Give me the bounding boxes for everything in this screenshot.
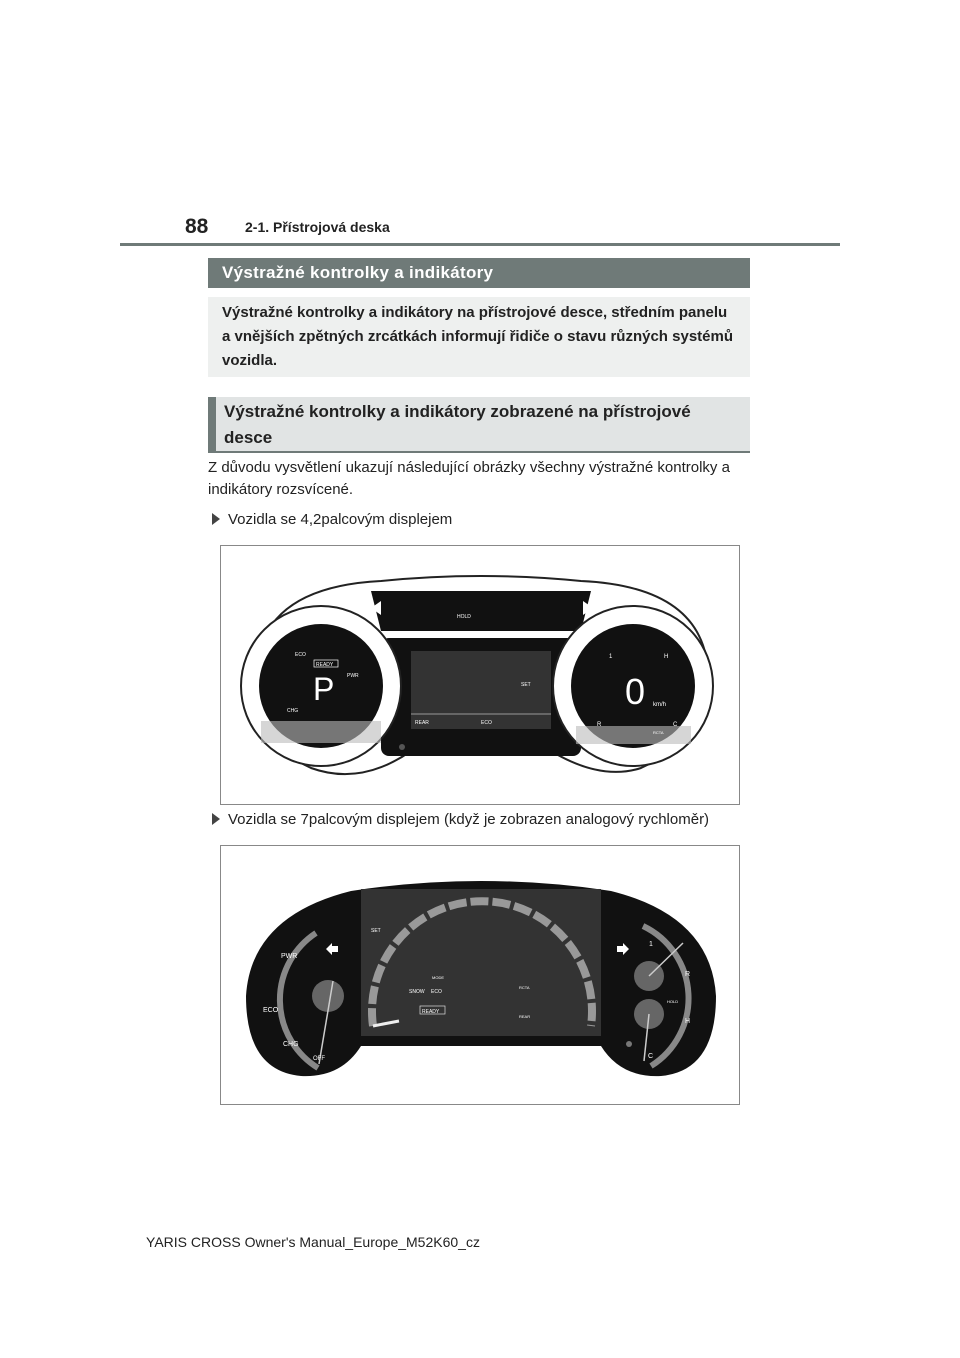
page-number: 88 [185,215,209,238]
intro-box: Výstražné kontrolky a indikátory na přís… [208,297,750,377]
temp-cold-label: C [673,722,678,728]
subheading: Výstražné kontrolky a indikátory zobraze… [208,397,750,453]
ready-label: READY [422,1009,440,1015]
triangle-bullet-icon [212,813,220,825]
title-bar: Výstražné kontrolky a indikátory [208,258,750,288]
eco-mode-label: ECO [295,652,306,658]
hold-label: HOLD [667,999,678,1004]
speed-unit: km/h [653,702,666,708]
bullet-item: Vozidla se 4,2palcovým displejem [212,511,452,529]
bullet-text: Vozidla se 7palcovým displejem (když je … [228,811,710,828]
rear-label: REAR [519,1014,530,1019]
fuel-full-label: 1 [609,654,613,660]
header-rule [120,243,840,246]
paragraph: Z důvodu vysvětlení ukazují následující … [208,459,730,498]
fuel-full-label: 1 [649,941,653,948]
gear-indicator: P [313,671,334,707]
eco-label: ECO [481,720,492,726]
bullet-item: Vozidla se 7palcovým displejem (když je … [212,811,709,829]
chg-label: CHG [283,1041,299,1048]
speed-readout: 0 [625,671,645,712]
pwr-label: PWR [281,953,297,960]
pwr-label: PWR [347,673,359,679]
fuel-reserve-label: R [597,722,602,728]
chg-label: CHG [287,708,298,714]
fuel-reserve-label: R [685,971,690,978]
eco-drive-label: ECO [431,989,442,995]
set-label: SET [521,682,531,688]
footer: YARIS CROSS Owner's Manual_Europe_M52K60… [146,1234,480,1250]
eco-label: ECO [263,1007,279,1014]
rcta-label: RCTA [653,730,664,735]
temp-cold-label: C [648,1053,653,1060]
temp-hot-label: H [685,1018,690,1025]
snow-label: SNOW [409,989,425,995]
hold-label: HOLD [457,614,471,620]
rear-label: REAR [415,720,429,726]
figure-7-inch-cluster: PWR ECO CHG OFF SET MODE SNOW ECO READY … [220,845,740,1105]
temp-hot-label: H [664,654,668,660]
ev-mode-label: MODE [432,975,444,980]
section-title: 2-1. Přístrojová deska [245,219,390,235]
triangle-bullet-icon [212,513,220,525]
ready-label: READY [316,662,334,668]
rcta-label: RCTA [519,985,530,990]
bullet-text: Vozidla se 4,2palcovým displejem [228,511,453,528]
set-label: SET [371,928,381,934]
off-label: OFF [313,1056,325,1062]
figure-4-2-inch-cluster: HOLD SET REAR ECO ECO READY P PWR CHG 0 … [220,545,740,805]
